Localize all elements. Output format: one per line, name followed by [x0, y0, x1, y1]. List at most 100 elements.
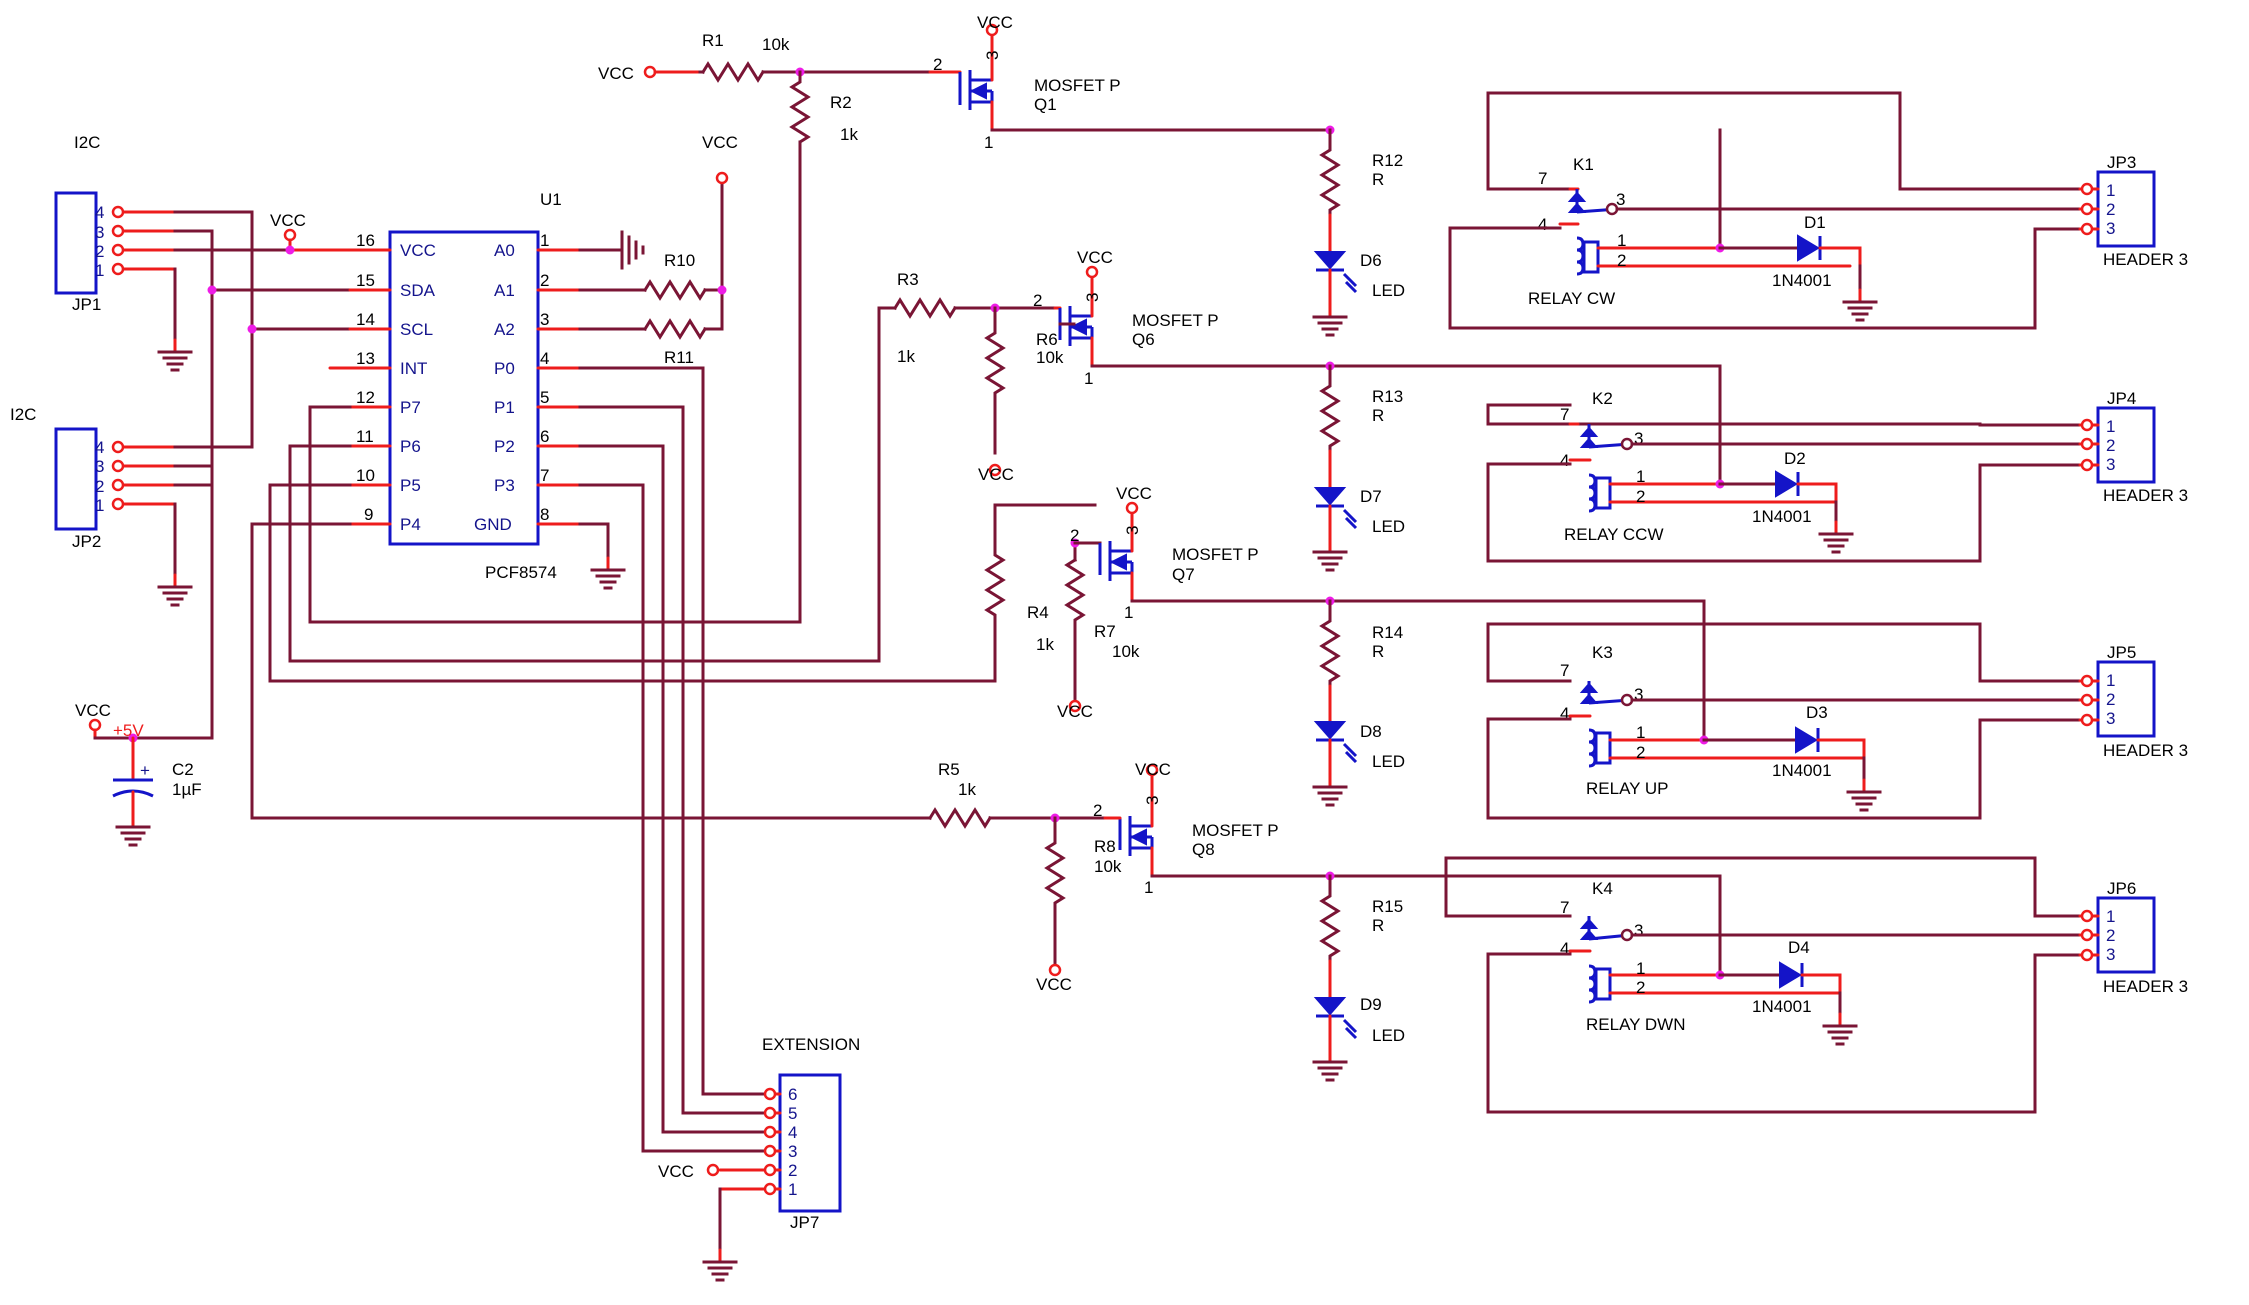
svg-text:RELAY CW: RELAY CW — [1528, 289, 1615, 308]
svg-text:1: 1 — [2106, 417, 2115, 436]
svg-text:3: 3 — [983, 51, 1002, 60]
header-jp6: JP6 HEADER 3 1 2 3 — [2078, 879, 2188, 996]
led-column-d6: R12 R D6 LED — [1313, 125, 1405, 307]
svg-text:1N4001: 1N4001 — [1752, 507, 1812, 526]
svg-text:16: 16 — [356, 231, 375, 250]
svg-text:R10: R10 — [664, 251, 695, 270]
svg-text:7: 7 — [1560, 405, 1569, 424]
svg-text:2: 2 — [1070, 526, 1079, 545]
svg-text:1: 1 — [1144, 878, 1153, 897]
svg-text:D8: D8 — [1360, 722, 1382, 741]
svg-text:P6: P6 — [400, 437, 421, 456]
svg-text:1k: 1k — [958, 780, 976, 799]
svg-text:3: 3 — [2106, 455, 2115, 474]
driver-q7: R4 1k VCC 2 VCC 3 1 R7 10k MOSFET P Q7 — [984, 484, 1706, 721]
svg-text:SDA: SDA — [400, 281, 436, 300]
svg-text:2: 2 — [2106, 436, 2115, 455]
svg-text:P7: P7 — [400, 398, 421, 417]
relay-k3-stage: 7 3 4 1 2 K3 RELAY UP D3 1N4001 — [1486, 599, 2082, 820]
relay-k2-stage: 7 3 4 1 2 K2 RELAY CCW D2 1N4001 — [1486, 364, 2082, 563]
jp2-pin3: 3 — [95, 457, 104, 476]
svg-text:3: 3 — [2106, 219, 2115, 238]
svg-text:1: 1 — [1124, 603, 1133, 622]
svg-text:R8: R8 — [1094, 837, 1116, 856]
relay-k4-stage: 7 3 4 1 2 K4 RELAY DWN D4 1N4001 — [1444, 856, 2082, 1114]
svg-text:Q1: Q1 — [1034, 95, 1057, 114]
svg-text:2: 2 — [1033, 291, 1042, 310]
svg-text:VCC: VCC — [702, 133, 738, 152]
svg-text:4: 4 — [1538, 215, 1547, 234]
svg-text:12: 12 — [356, 388, 375, 407]
header-jp5: JP5 HEADER 3 1 2 3 — [2078, 643, 2188, 760]
svg-text:K1: K1 — [1573, 155, 1594, 174]
svg-text:3: 3 — [788, 1142, 797, 1161]
svg-text:K3: K3 — [1592, 643, 1613, 662]
svg-text:15: 15 — [356, 271, 375, 290]
svg-text:VCC: VCC — [978, 465, 1014, 484]
svg-text:VCC: VCC — [658, 1162, 694, 1181]
svg-text:RELAY CCW: RELAY CCW — [1564, 525, 1664, 544]
svg-text:HEADER 3: HEADER 3 — [2103, 250, 2188, 269]
svg-text:RELAY DWN: RELAY DWN — [1586, 1015, 1686, 1034]
svg-text:P2: P2 — [494, 437, 515, 456]
driver-q1: VCC R1 10k R2 1k 2 VCC 3 1 MOSFET P Q1 — [598, 13, 1332, 162]
u1-label: U1 — [540, 190, 562, 209]
svg-text:1: 1 — [788, 1180, 797, 1199]
svg-text:3: 3 — [1616, 190, 1625, 209]
header-jp3: JP3 HEADER 3 1 2 3 — [2078, 153, 2188, 269]
svg-text:+5V: +5V — [113, 721, 144, 740]
svg-text:Q6: Q6 — [1132, 330, 1155, 349]
svg-text:2: 2 — [788, 1161, 797, 1180]
ground-d2 — [1818, 520, 1854, 554]
svg-text:10k: 10k — [762, 35, 790, 54]
jp2-pin1: 1 — [95, 496, 104, 515]
svg-text:R13: R13 — [1372, 387, 1403, 406]
svg-text:INT: INT — [400, 359, 427, 378]
svg-text:VCC: VCC — [1135, 760, 1171, 779]
svg-text:D3: D3 — [1806, 703, 1828, 722]
svg-text:13: 13 — [356, 349, 375, 368]
ground-c2 — [115, 813, 151, 847]
svg-text:P3: P3 — [494, 476, 515, 495]
svg-text:3: 3 — [2106, 945, 2115, 964]
port-wires — [250, 158, 997, 1153]
svg-text:R7: R7 — [1094, 622, 1116, 641]
svg-text:R: R — [1372, 170, 1384, 189]
svg-text:3: 3 — [1143, 796, 1162, 805]
svg-text:3: 3 — [1123, 526, 1142, 535]
svg-text:2: 2 — [2106, 926, 2115, 945]
svg-text:MOSFET P: MOSFET P — [1172, 545, 1259, 564]
svg-text:LED: LED — [1372, 1026, 1405, 1045]
u1-part: PCF8574 — [485, 563, 557, 582]
svg-text:A0: A0 — [494, 241, 515, 260]
vcc-jp1: VCC — [270, 211, 306, 255]
svg-text:2: 2 — [1636, 487, 1645, 506]
svg-text:R11: R11 — [664, 348, 694, 367]
svg-text:R14: R14 — [1372, 623, 1403, 642]
svg-text:LED: LED — [1372, 281, 1405, 300]
led-column-d9: R15 R D9 LED — [1313, 871, 1405, 1052]
svg-text:A2: A2 — [494, 320, 515, 339]
i2c-label-2: I2C — [10, 405, 36, 424]
svg-text:VCC: VCC — [1116, 484, 1152, 503]
svg-text:D2: D2 — [1784, 449, 1806, 468]
svg-text:2: 2 — [1636, 743, 1645, 762]
jp1-pin4: 4 — [95, 203, 104, 222]
ground-d8 — [1312, 773, 1348, 807]
svg-text:VCC: VCC — [400, 241, 436, 260]
svg-text:HEADER 3: HEADER 3 — [2103, 741, 2188, 760]
ground-jp1 — [157, 338, 193, 372]
svg-text:D6: D6 — [1360, 251, 1382, 270]
svg-text:+: + — [140, 761, 150, 780]
ground-ext — [702, 1248, 738, 1282]
svg-text:1k: 1k — [840, 125, 858, 144]
svg-text:R3: R3 — [897, 270, 919, 289]
svg-text:1: 1 — [984, 133, 993, 152]
svg-text:JP3: JP3 — [2107, 153, 2136, 172]
svg-text:1: 1 — [1084, 369, 1093, 388]
svg-text:P0: P0 — [494, 359, 515, 378]
svg-text:K4: K4 — [1592, 879, 1613, 898]
svg-text:R12: R12 — [1372, 151, 1403, 170]
svg-text:R4: R4 — [1027, 603, 1049, 622]
svg-text:9: 9 — [364, 505, 373, 524]
